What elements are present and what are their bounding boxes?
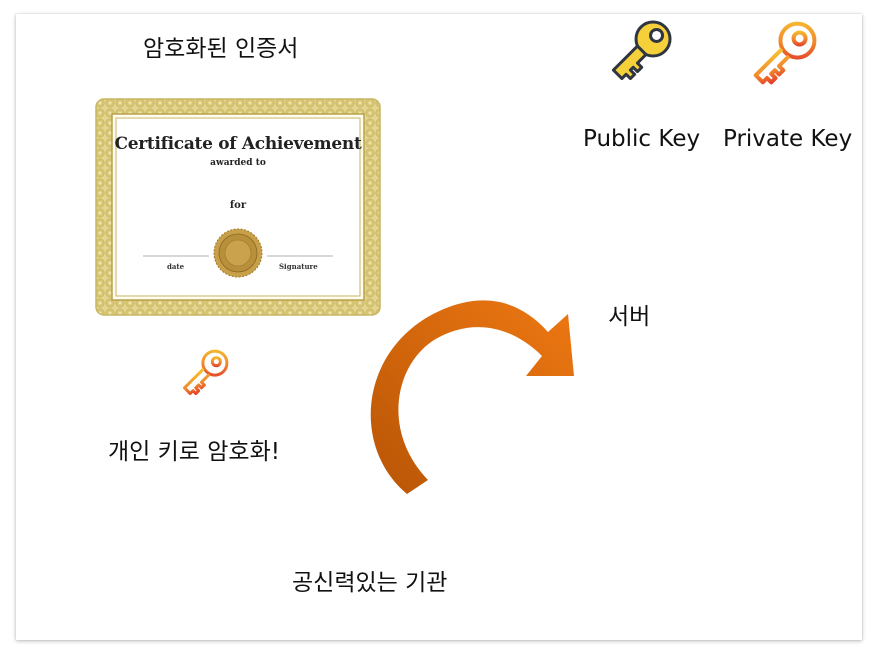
- cert-for: for: [95, 200, 381, 211]
- authority-key-icon: [174, 342, 236, 404]
- public-key-icon: [602, 14, 680, 89]
- cert-title: Certificate of Achievement: [95, 134, 381, 154]
- curved-arrow-icon: [346, 282, 586, 502]
- trusted-authority-label: 공신력있는 기관: [292, 572, 447, 595]
- encrypted-cert-label: 암호화된 인증서: [143, 38, 298, 61]
- public-key-label: Public Key: [583, 128, 700, 151]
- private-key-label: Private Key: [723, 128, 852, 151]
- slide: 암호화된 인증서 Certificate of Achievement: [16, 14, 862, 640]
- private-key-icon: [741, 14, 827, 94]
- encrypt-with-private-key-label: 개인 키로 암호화!: [108, 441, 280, 464]
- cert-signature: Signature: [279, 262, 318, 271]
- cert-awarded-to: awarded to: [95, 158, 381, 168]
- certificate-image: Certificate of Achievement awarded to fo…: [95, 98, 381, 316]
- cert-date: date: [167, 262, 184, 271]
- server-label: 서버: [608, 306, 650, 329]
